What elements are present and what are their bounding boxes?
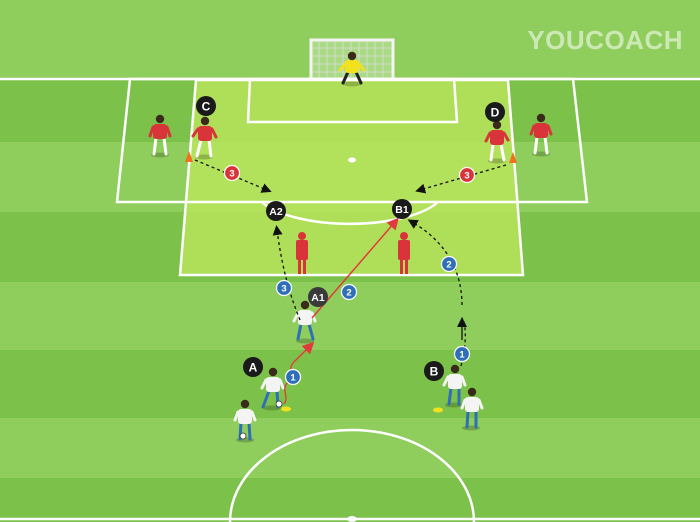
marker-a: A xyxy=(243,357,263,377)
marker-a1: A1 xyxy=(308,287,328,307)
svg-text:3: 3 xyxy=(464,171,469,182)
svg-text:1: 1 xyxy=(290,373,296,384)
player-white-4 xyxy=(442,364,467,408)
cone-right xyxy=(509,152,517,163)
player-red-4 xyxy=(529,113,553,157)
svg-text:2: 2 xyxy=(346,288,351,299)
svg-text:A2: A2 xyxy=(269,206,283,218)
goal xyxy=(309,38,395,78)
marker-b1: B1 xyxy=(392,199,412,219)
svg-text:2: 2 xyxy=(446,260,451,271)
run-line-b1-curve xyxy=(407,219,463,306)
player-red-1 xyxy=(148,114,172,158)
player-red-3 xyxy=(484,120,510,164)
svg-text:A: A xyxy=(249,361,258,375)
ball xyxy=(239,432,247,440)
svg-text:3: 3 xyxy=(229,169,234,180)
step-badge-1b: 1 xyxy=(453,345,471,363)
pass-arrow-a-a1 xyxy=(295,341,315,361)
flat-cone xyxy=(281,406,291,412)
player-white-3 xyxy=(233,399,257,443)
flat-cone xyxy=(433,407,443,413)
marker-b: B xyxy=(424,361,444,381)
step-badge-3a: 3 xyxy=(275,279,293,297)
goalkeeper xyxy=(338,51,366,87)
penalty-spot xyxy=(348,157,356,163)
step-badge-2a: 2 xyxy=(340,283,358,301)
brand-watermark: YOUCOACH xyxy=(527,25,683,55)
center-spot xyxy=(347,516,357,522)
svg-text:B: B xyxy=(430,365,439,379)
marker-c: C xyxy=(196,96,216,116)
step-badge-2b: 2 xyxy=(440,255,458,273)
svg-text:C: C xyxy=(202,100,211,114)
svg-text:D: D xyxy=(491,106,500,120)
highlight-zone xyxy=(180,80,523,275)
svg-text:3: 3 xyxy=(281,284,286,295)
step-badge-1a: 1 xyxy=(284,368,302,386)
ball xyxy=(275,400,283,408)
cone-left xyxy=(185,151,193,162)
player-white-5 xyxy=(460,387,484,431)
svg-text:1: 1 xyxy=(459,350,465,361)
svg-text:A1: A1 xyxy=(311,292,325,304)
step-badge-3b: 3 xyxy=(223,164,241,182)
mannequin-left xyxy=(296,232,308,274)
mannequin-right xyxy=(398,232,410,274)
player-red-2 xyxy=(191,116,218,160)
step-badge-3c: 3 xyxy=(458,166,476,184)
marker-a2: A2 xyxy=(266,201,286,221)
marker-d: D xyxy=(485,102,505,122)
svg-text:B1: B1 xyxy=(395,204,409,216)
